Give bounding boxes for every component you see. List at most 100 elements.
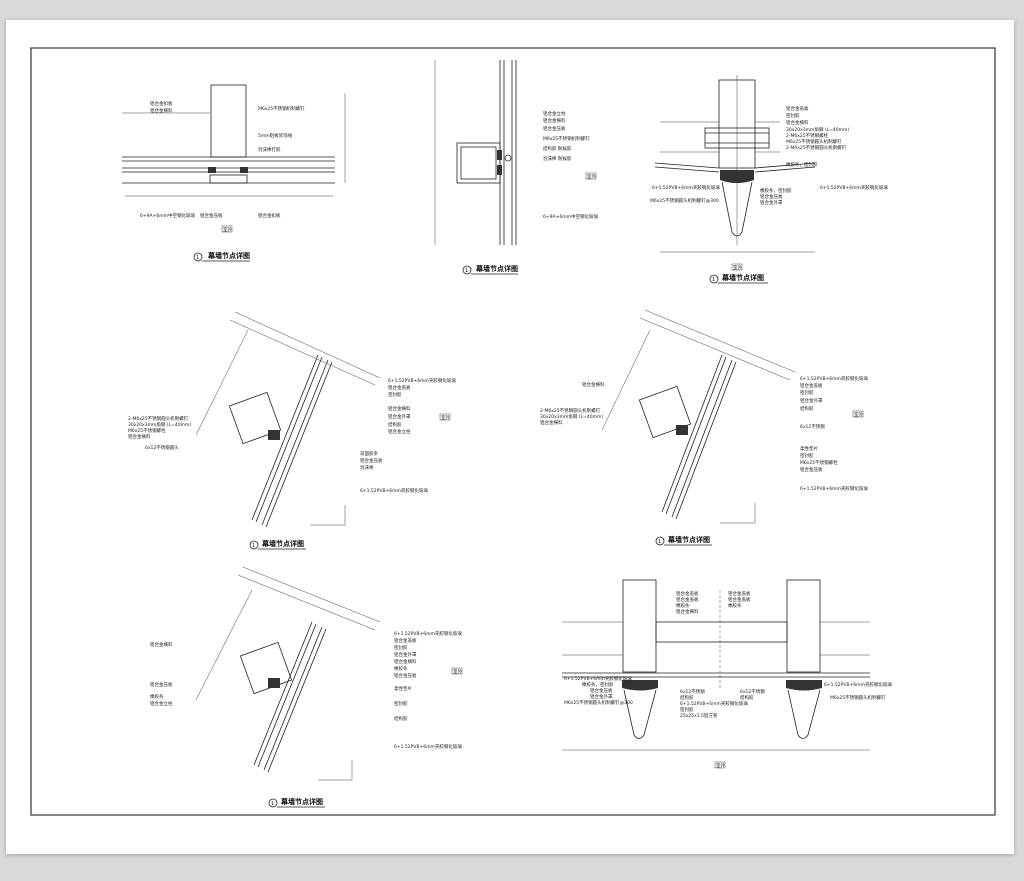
callout: M6x25不锈钢圆头机制螺钉 (830, 694, 886, 701)
callout: 6x12不锈钢 (800, 423, 825, 430)
callout: 6+1.52PVB+6mm夹胶钢化玻璃 (564, 675, 632, 682)
callout: 铝合金外罩 (760, 199, 783, 206)
detail-number: 1 (252, 543, 255, 549)
callout: 橡胶条，密封胶 (582, 681, 614, 688)
callout: 铝合金压板 (590, 687, 613, 694)
callout: 铝合金盖板 (676, 596, 699, 603)
callout: M6x25不锈钢机制螺钉 (258, 105, 305, 112)
callout: 6+9A+6mm中空钢化玻璃 (543, 213, 598, 220)
callout: 2-M6x25不锈钢螺栓 (786, 132, 829, 139)
callout: 铝合金横料 (394, 658, 417, 665)
sheet-border (30, 47, 996, 816)
callout: 铝合金压板 (360, 457, 383, 464)
detail-1: 铝合金扣板 铝合金横料 M6x25不锈钢机制螺钉 5mm铝板装饰线 泡沫棒打胶 … (122, 84, 346, 262)
detail-title: 幕墙节点详图 (261, 539, 304, 548)
callout: 铝合金扣板 (150, 100, 173, 107)
callout: 6+1.52PVB+6mm夹胶钢化玻璃 (800, 375, 868, 382)
callout: 30x20x3mm角钢 (L=40mm) (128, 421, 191, 428)
callout: 铝合金立柱 (543, 110, 566, 117)
detail-number: 1 (712, 277, 715, 283)
callout: 铝合金盖板 (786, 105, 809, 112)
detail-6: 6+1.52PVB+6mm夹胶钢化玻璃 铝合金盖板 密封胶 铝合金外罩 铝合金横… (150, 566, 462, 808)
callout: 6x12不锈钢 (680, 688, 705, 695)
callout: 橡胶条 (394, 665, 408, 672)
callout: 橡胶条，密封胶 (760, 187, 792, 194)
callout: 铝合金横料 (676, 608, 699, 615)
callout: 铝合金扣板 (258, 212, 281, 219)
callout: 6+1.52PVB+6mm夹胶钢化玻璃 (652, 184, 720, 191)
callout: 2-M6x25不锈钢圆头机制螺钉 (128, 415, 189, 422)
callout: 30x20x3mm角钢 (L=40mm) (786, 126, 849, 133)
detail-title: 幕墙节点详图 (475, 264, 518, 273)
callout: 铝合金盖板 (676, 590, 699, 597)
detail-3: 铝合金盖板 密封胶 铝合金横料 30x20x3mm角钢 (L=40mm) 2-M… (650, 75, 888, 284)
callout: M6x25不锈钢螺栓 (128, 427, 166, 434)
detail-5: 6+1.52PVB+6mm夹胶钢化玻璃 铝合金盖板 密封胶 铝合金外罩 结构胶 … (540, 309, 868, 546)
callout: 6+1.52PVB+6mm夹胶钢化玻璃 (394, 743, 462, 750)
callout: 铝合金横料 (150, 641, 173, 648)
callout: 铝合金压板 (200, 212, 223, 219)
callout: M6x25不锈钢圆头机制螺钉 (786, 138, 842, 145)
callout: 铝合金盖板 (800, 382, 823, 389)
callout: 结构胶 (394, 715, 408, 722)
callout: 铝合金盖板 (728, 596, 751, 603)
callout: 铝合金横料 (582, 381, 605, 388)
drawing-sheet (6, 20, 1014, 854)
detail-title: 幕墙节点详图 (721, 273, 764, 282)
callout: 泡沫棒 (360, 464, 374, 471)
detail-title: 幕墙节点详图 (207, 251, 250, 260)
callout: 密封胶 (394, 644, 408, 651)
callout: 铝合金压板 (760, 193, 783, 200)
callout: 柔性垫片 (394, 685, 412, 692)
callout: 铝合金横料 (786, 119, 809, 126)
callout: 结构胶 (388, 421, 402, 428)
callout: 铝合金盖板 (388, 384, 411, 391)
callout: 结构胶 (800, 405, 814, 412)
callout: 铝合金外罩 (590, 693, 613, 700)
callout: 25x25x1.5铝方管 (680, 712, 718, 719)
callout: 柔性垫片 (800, 445, 818, 452)
callout: 密封胶 (394, 700, 408, 707)
callout: 铝合金横料 (388, 405, 411, 412)
callout: 铝合金压板 (394, 672, 417, 679)
detail-4: 6+1.52PVB+6mm夹胶钢化玻璃 铝合金盖板 密封胶 铝合金横料 铝合金外… (128, 311, 456, 550)
side-tag: 室外 (441, 414, 450, 421)
callout: 铝合金外罩 (800, 397, 823, 404)
callout: 密封胶 (786, 112, 800, 119)
callout: 密封胶 (800, 389, 814, 396)
detail-number: 1 (196, 255, 199, 261)
callout: 30x20x3mm角钢 (L=40mm) (540, 413, 603, 420)
detail-7: 铝合金盖板 铝合金盖板 橡胶条 铝合金横料 铝合金盖板 铝合金盖板 橡胶条 6+… (562, 579, 892, 769)
detail-number: 1 (658, 539, 661, 545)
side-tag: 室外 (453, 668, 462, 675)
callout: 橡胶条 (150, 693, 164, 700)
callout: 泡沫棒打胶 (258, 146, 281, 153)
callout: 密封胶 (388, 391, 402, 398)
callout: 铝合金横料 (150, 107, 173, 114)
callout: 铝合金外罩 (388, 413, 411, 420)
callout: 双面胶条 (360, 450, 378, 457)
callout: 6+1.52PVB+6mm夹胶钢化玻璃 (824, 681, 892, 688)
detail-title: 幕墙节点详图 (667, 535, 710, 544)
callout: 密封胶 (680, 706, 694, 713)
callout: M6x25不锈钢螺栓 (800, 459, 838, 466)
callout: 铝合金压板 (543, 125, 566, 132)
callout: 铝合金盖板 (728, 590, 751, 597)
callout: 结构胶 (680, 694, 694, 701)
callout: 5mm铝板装饰线 (258, 132, 293, 139)
side-tag: 室外 (223, 226, 232, 233)
callout: 6+1.52PVB+6mm夹胶钢化玻璃 (800, 485, 868, 492)
callout: 结构胶 (740, 694, 754, 701)
callout: 6+1.52PVB+6mm夹胶钢化玻璃 (360, 487, 428, 494)
callout: 6+1.52PVB+6mm夹胶钢化玻璃 (680, 700, 748, 707)
callout: M6x25不锈钢机制螺钉 (543, 135, 590, 142)
callout: 6x12不锈钢圆头 (145, 444, 179, 451)
detail-title: 幕墙节点详图 (280, 797, 323, 806)
callout: 2-M6x25不锈钢圆头机制螺钉 (540, 407, 601, 414)
callout: 铝合金横料 (543, 117, 566, 124)
callout: M6x25不锈钢圆头机制螺钉@300 (650, 197, 719, 204)
side-tag: 室外 (854, 411, 863, 418)
callout: 6x12不锈钢 (740, 688, 765, 695)
callout: 铝合金立柱 (388, 428, 411, 435)
